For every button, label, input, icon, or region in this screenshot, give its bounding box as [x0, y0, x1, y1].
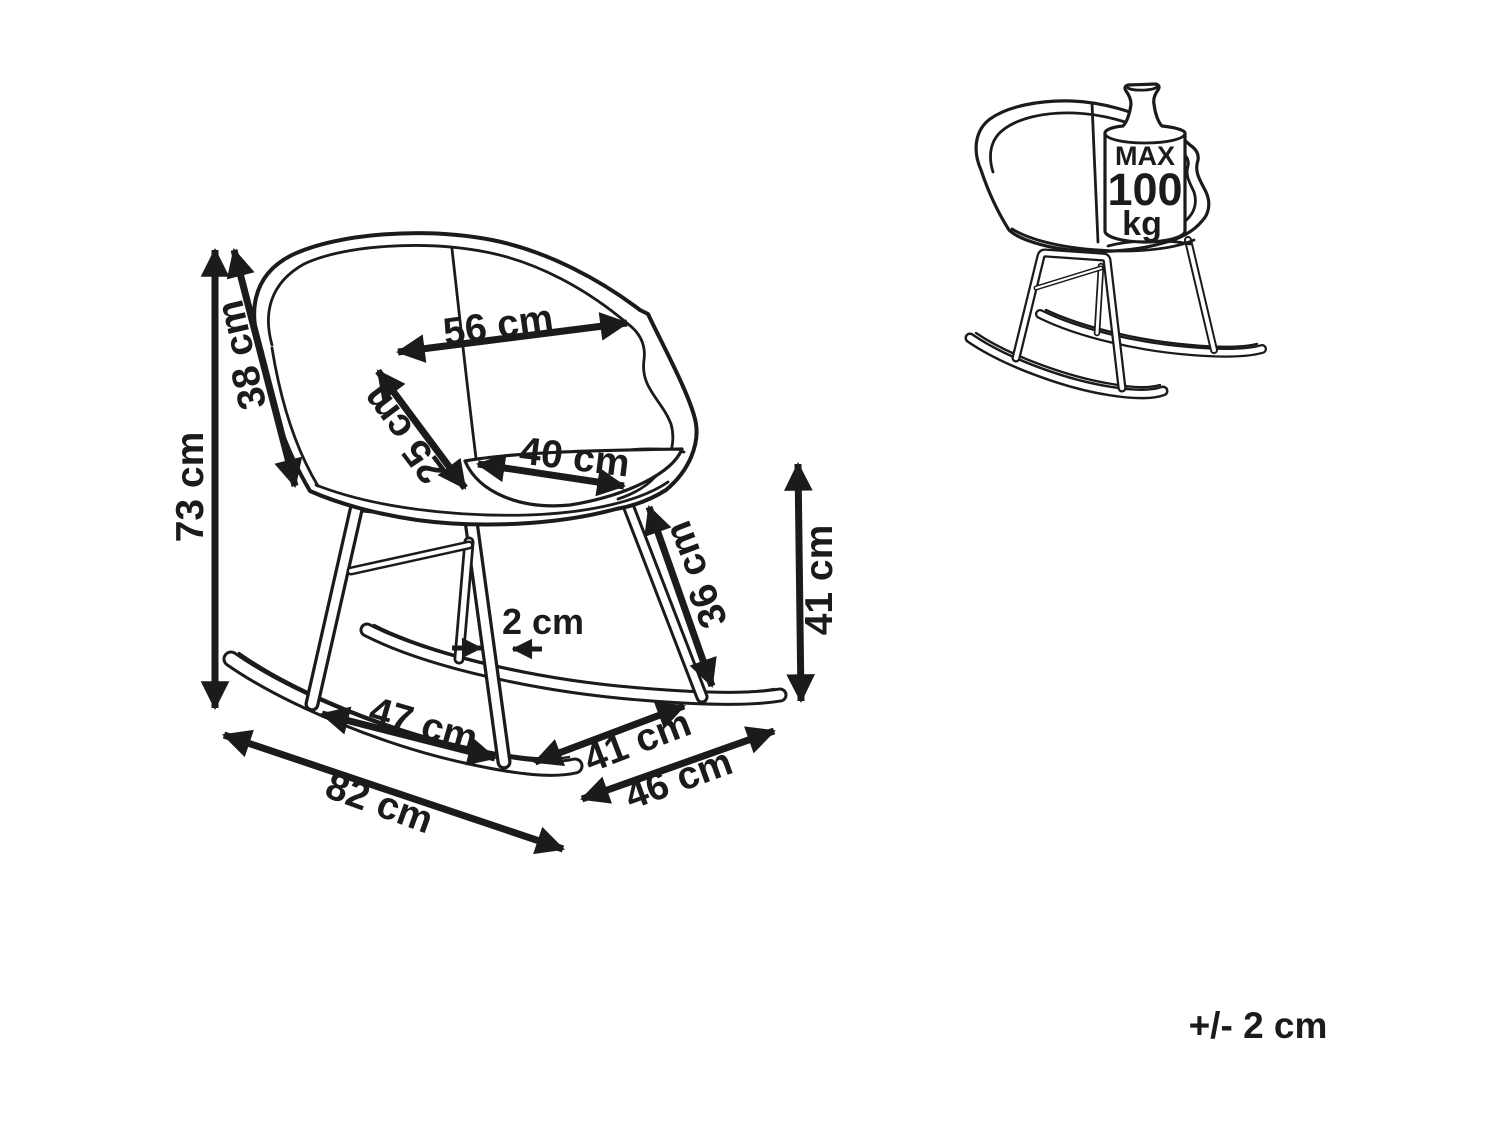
weight-limit-value-label: 100 [1107, 164, 1182, 215]
dim-top-width-arrow [396, 312, 629, 363]
dim-seat-height-arrow [783, 461, 816, 704]
dim-leg-length-arrow [644, 505, 717, 688]
dim-seat-height-label: 41 cm [798, 525, 841, 636]
main-chair-drawing: 73 cm 38 cm 56 cm 25 cm 40 cm 36 cm 41 c… [169, 231, 841, 855]
dim-leg-thickness-label: 2 cm [502, 601, 584, 642]
dim-runner-length-label: 82 cm [320, 764, 439, 842]
dim-runner-length-arrow [222, 729, 565, 855]
dim-base-width-arrow [580, 726, 776, 804]
chair-shell [252, 231, 699, 527]
weight-limit-max-label: MAX [1115, 141, 1175, 171]
weight-body [1103, 82, 1187, 244]
dimension-arrows [200, 247, 816, 855]
small-chair-legs [1011, 236, 1218, 393]
tolerance-note: +/- 2 cm [1189, 1005, 1328, 1046]
dim-seat-width-arrow [476, 453, 626, 497]
weight-limit-unit-label: kg [1122, 205, 1162, 243]
load-capacity-illustration: MAX 100 kg [964, 82, 1267, 400]
dim-backrest-depth-arrow [375, 368, 468, 491]
dim-total-height-label: 73 cm [169, 432, 212, 543]
dim-backrest-height-arrow [226, 248, 303, 488]
weight-marker: MAX 100 kg [1103, 82, 1187, 244]
small-chair-skis [964, 308, 1267, 400]
